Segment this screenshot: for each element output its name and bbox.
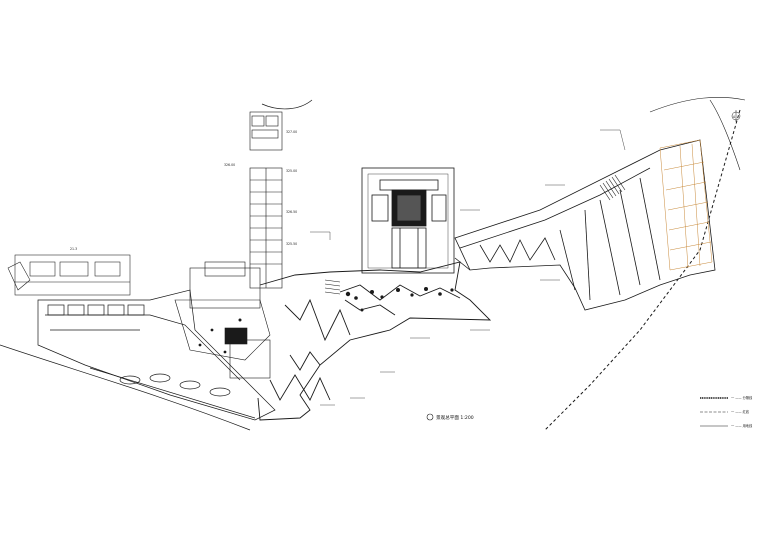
mid-level-label-1: 325.50 — [286, 242, 297, 246]
left-dimension: 21.3 — [70, 247, 77, 251]
right-dashed-boundary — [544, 109, 741, 431]
drawing-title: 景观总平面 1:200 — [426, 413, 474, 421]
zigzag-landscape — [257, 261, 492, 421]
mid-level-label-2: 325.00 — [286, 169, 297, 173]
central-tower — [361, 167, 455, 274]
north-arrow-icon — [731, 110, 741, 122]
legend-label-2: 一 —— 红线 — [731, 409, 750, 414]
elevation-label-1: 327.00 — [286, 130, 297, 134]
road-boundary-top-arc — [261, 99, 313, 110]
upper-right-structure — [454, 139, 716, 311]
stair-hatch — [324, 174, 626, 295]
top-right-road-arc-2 — [709, 99, 741, 171]
top-right-road-arc — [649, 97, 746, 113]
annotation-ticks — [310, 129, 626, 406]
legend-label-1: 一 —— 分隔线 — [731, 395, 753, 400]
left-building — [7, 254, 131, 296]
legend-label-3: 一 —— 用地线 — [731, 423, 753, 428]
left-plaza — [37, 289, 276, 421]
elevation-label-2: 326.50 — [286, 210, 297, 214]
title-text: 景观总平面 1:200 — [436, 414, 474, 421]
building-strip — [249, 111, 283, 289]
side-elevation-label: 326.00 — [224, 163, 235, 167]
road-boundary-lower — [0, 344, 251, 431]
planting-clusters — [198, 287, 454, 354]
legend: 一 —— 分隔线 一 —— 红线 一 —— 用地线 — [700, 395, 753, 428]
right-tag: A — [733, 115, 736, 119]
orange-paving-area — [659, 139, 713, 271]
central-building — [174, 261, 271, 379]
